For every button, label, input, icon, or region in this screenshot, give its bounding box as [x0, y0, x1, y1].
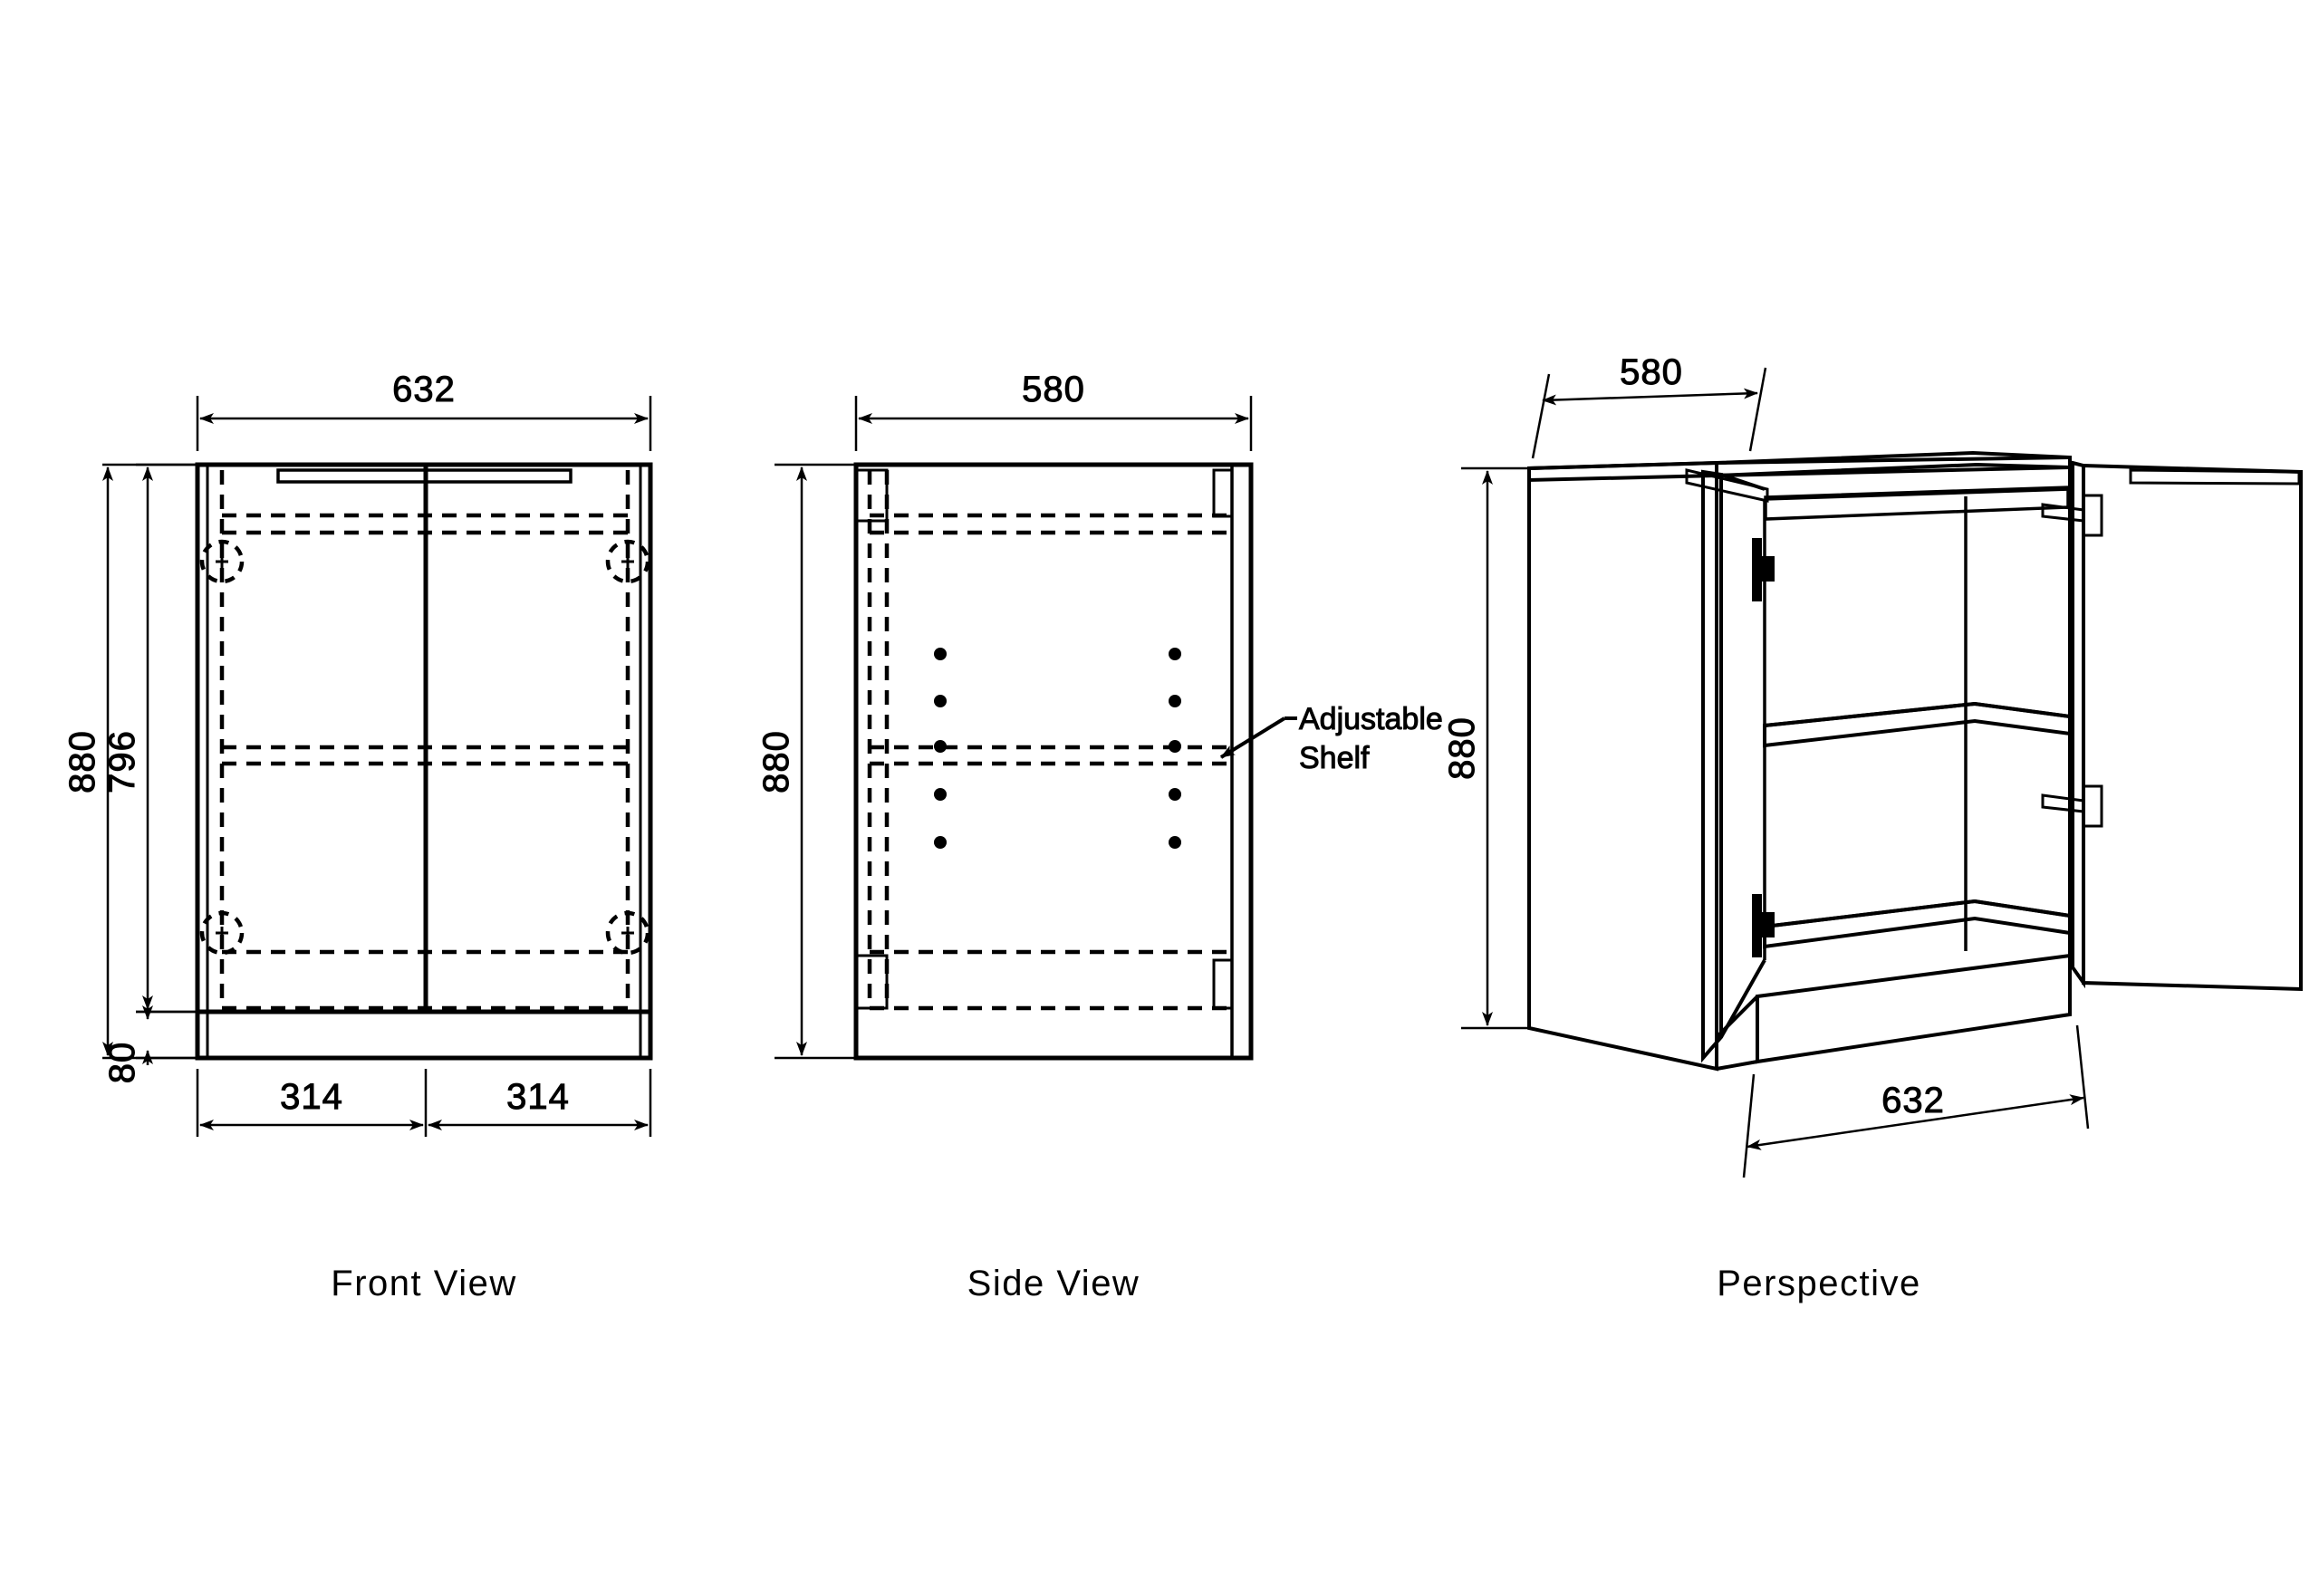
front-hidden-lines — [219, 470, 630, 1011]
side-view-title: Side View — [967, 1264, 1140, 1303]
perspective-dim-width-632-label: 632 — [1881, 1081, 1945, 1120]
front-hinge-cups — [199, 539, 650, 956]
adjustable-shelf-label-line1: Adjustable — [1299, 702, 1443, 736]
side-hidden-lines — [867, 470, 1232, 1011]
perspective-right-door-hinge-top — [2041, 494, 2103, 537]
front-dim-width-632-label: 632 — [392, 370, 456, 409]
front-dim-width-632 — [196, 396, 652, 451]
side-dim-depth-580-label: 580 — [1022, 370, 1085, 409]
perspective-view-group: 580 880 632 — [1442, 352, 2303, 1178]
perspective-left-door-hinge-bottom — [1752, 894, 1775, 957]
perspective-dim-width-632 — [1742, 1024, 2090, 1178]
adjustable-shelf-leader-line — [1219, 716, 1297, 759]
perspective-left-door-handle — [1685, 468, 1769, 503]
side-cabinet-outline — [853, 462, 1254, 1061]
front-dim-height-880-label: 880 — [63, 730, 102, 793]
side-bottom-right-notch — [1212, 958, 1232, 1010]
side-dim-height-880-label: 880 — [756, 730, 796, 793]
perspective-top-panel — [1527, 450, 2072, 483]
perspective-dim-height-880 — [1461, 466, 1528, 1030]
perspective-right-door — [2071, 460, 2303, 992]
perspective-right-door-handle — [2129, 468, 2301, 486]
front-dim-plinth-80-label: 80 — [102, 1042, 142, 1084]
perspective-left-side-panel — [1527, 460, 1718, 1072]
side-view-group: 580 880 — [756, 370, 1297, 1061]
front-dim-doorheight-796-label: 796 — [102, 730, 142, 793]
perspective-dim-height-880-label: 880 — [1442, 716, 1482, 780]
perspective-adjustable-shelf — [1763, 701, 2072, 748]
front-dim-doorwidths-314 — [196, 1069, 652, 1137]
front-top-rail — [276, 468, 573, 484]
perspective-dim-depth-580-label: 580 — [1620, 352, 1683, 392]
side-top-right-notch — [1212, 468, 1232, 518]
adjustable-shelf-label-line2: Shelf — [1299, 741, 1370, 775]
front-dim-plinth-80 — [136, 1005, 207, 1065]
front-hinge-centermarks — [216, 555, 634, 939]
perspective-dim-depth-580 — [1531, 367, 1767, 459]
front-dim-left-door-314-label: 314 — [280, 1077, 343, 1117]
perspective-right-door-hinge-bottom — [2041, 784, 2103, 828]
side-dim-height-880 — [775, 463, 855, 1060]
front-view-title: Front View — [331, 1264, 516, 1303]
perspective-back-panel — [1763, 487, 2071, 960]
side-shelf-pin-holes — [934, 648, 1181, 849]
perspective-view-title: Perspective — [1717, 1264, 1920, 1303]
perspective-left-door-hinge-top — [1752, 538, 1775, 601]
perspective-plinth — [1715, 953, 2072, 1071]
front-view-group: 632 880 796 — [63, 370, 653, 1137]
side-dim-depth-580 — [854, 396, 1253, 451]
front-dim-right-door-314-label: 314 — [506, 1077, 570, 1117]
perspective-bottom-panel — [1763, 899, 2072, 949]
